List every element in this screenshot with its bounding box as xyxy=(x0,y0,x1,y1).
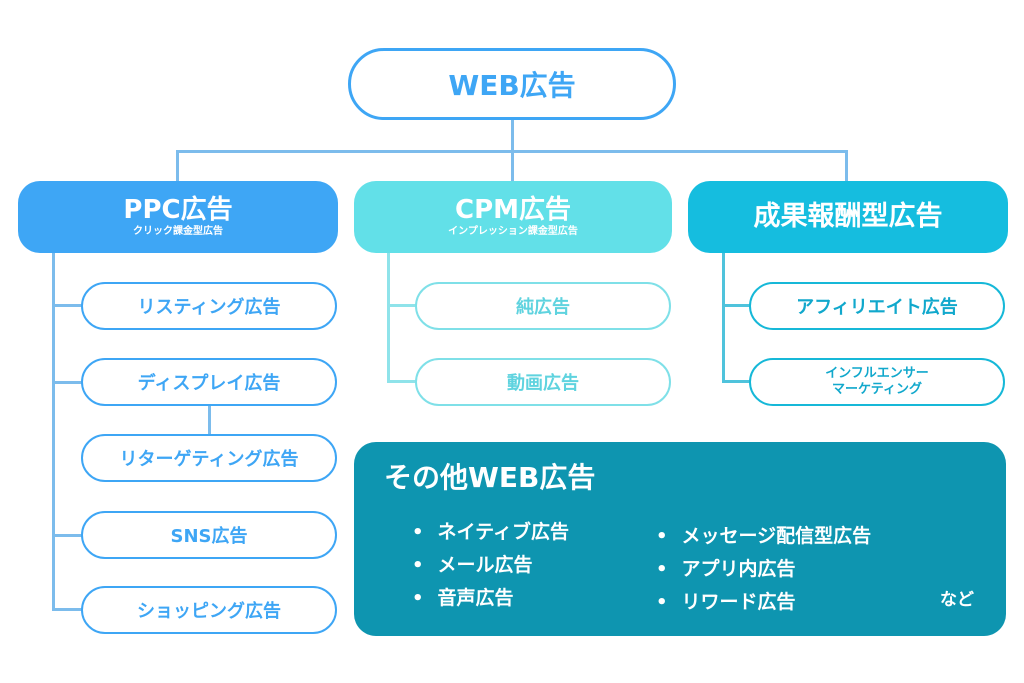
ppc-branch xyxy=(52,534,82,537)
leaf-influencer: インフルエンサー マーケティング xyxy=(749,358,1005,406)
ppc-tree-trunk xyxy=(52,252,55,610)
leaf-label: 純広告 xyxy=(516,297,570,318)
performance-tree-trunk xyxy=(722,252,725,382)
leaf-label: SNS広告 xyxy=(170,526,248,547)
root-label: WEB広告 xyxy=(448,69,576,102)
display-retargeting-connector xyxy=(208,404,211,436)
list-item: ネイティブ広告 xyxy=(412,516,569,549)
category-subtitle: クリック課金型広告 xyxy=(133,226,223,237)
leaf-sns: SNS広告 xyxy=(81,511,337,559)
etc-label: など xyxy=(940,590,974,610)
leaf-shopping: ショッピング広告 xyxy=(81,586,337,634)
ppc-branch xyxy=(52,304,82,307)
other-list-right: メッセージ配信型広告 アプリ内広告 リワード広告 xyxy=(656,520,872,619)
list-item: 音声広告 xyxy=(412,582,569,615)
performance-branch xyxy=(722,380,752,383)
category-title: CPM広告 xyxy=(454,195,571,225)
cpm-tree-trunk xyxy=(387,252,390,382)
leaf-display: ディスプレイ広告 xyxy=(81,358,337,406)
category-ppc: PPC広告 クリック課金型広告 xyxy=(18,181,338,253)
performance-branch xyxy=(722,304,752,307)
leaf-retargeting: リターゲティング広告 xyxy=(81,434,337,482)
cpm-connector xyxy=(511,150,514,182)
other-web-ads-box: その他WEB広告 ネイティブ広告 メール広告 音声広告 メッセージ配信型広告 ア… xyxy=(354,442,1006,636)
category-cpm: CPM広告 インプレッション課金型広告 xyxy=(354,181,672,253)
leaf-label: インフルエンサー マーケティング xyxy=(825,366,929,397)
cpm-branch xyxy=(387,380,417,383)
category-performance: 成果報酬型広告 xyxy=(688,181,1008,253)
leaf-label: アフィリエイト広告 xyxy=(796,297,958,318)
performance-connector xyxy=(845,150,848,182)
list-item: アプリ内広告 xyxy=(656,553,871,586)
leaf-pure: 純広告 xyxy=(415,282,671,330)
ppc-branch xyxy=(52,381,82,384)
leaf-affiliate: アフィリエイト広告 xyxy=(749,282,1005,330)
category-title: PPC広告 xyxy=(123,195,233,225)
list-item: リワード広告 xyxy=(656,586,871,619)
leaf-listing: リスティング広告 xyxy=(81,282,337,330)
category-subtitle: インプレッション課金型広告 xyxy=(448,226,578,237)
other-title: その他WEB広告 xyxy=(384,461,596,494)
list-item: メッセージ配信型広告 xyxy=(656,520,872,553)
other-list-left: ネイティブ広告 メール広告 音声広告 xyxy=(412,516,569,615)
ppc-branch xyxy=(52,608,82,611)
ppc-connector xyxy=(176,150,179,182)
leaf-video: 動画広告 xyxy=(415,358,671,406)
root-connector xyxy=(511,120,514,152)
leaf-label: リターゲティング広告 xyxy=(119,449,299,470)
root-node: WEB広告 xyxy=(348,48,676,120)
category-title: 成果報酬型広告 xyxy=(753,201,943,232)
leaf-label: ディスプレイ広告 xyxy=(137,373,281,394)
list-item: メール広告 xyxy=(412,549,569,582)
leaf-label: リスティング広告 xyxy=(137,297,281,318)
leaf-label: ショッピング広告 xyxy=(137,601,281,622)
leaf-label: 動画広告 xyxy=(507,373,579,394)
cpm-branch xyxy=(387,304,417,307)
